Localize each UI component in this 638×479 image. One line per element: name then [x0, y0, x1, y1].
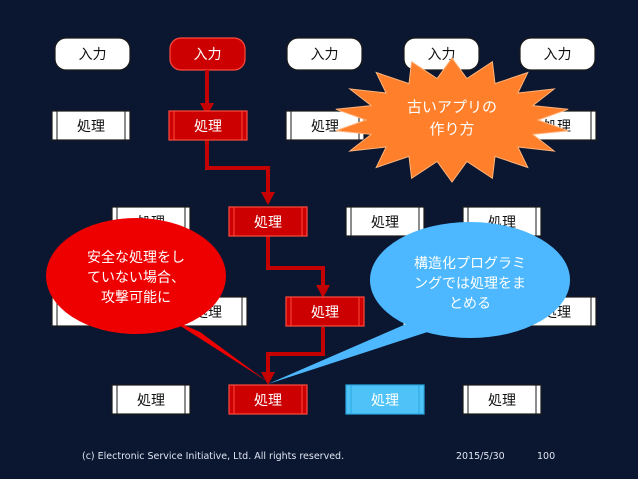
process-box-shape	[228, 206, 308, 237]
footer: (c) Electronic Service Initiative, Ltd. …	[82, 451, 555, 462]
input-pill-label: 入力	[311, 47, 339, 63]
blue-callout: 構造化プログラミ ングでは処理をま とめる	[268, 222, 570, 384]
flow-arrowhead	[200, 103, 214, 116]
process-box-shape	[51, 110, 131, 141]
process-box-label: 処理	[77, 119, 105, 135]
process-box: 処理	[462, 384, 542, 415]
input-pill: 入力	[286, 37, 363, 71]
process-box-shape	[462, 384, 542, 415]
process-box-shape	[285, 296, 365, 327]
red-callout-text-line-3: 攻撃可能に	[101, 290, 171, 306]
burst-text-line-1: 古いアプリの	[407, 98, 497, 116]
input-pill: 入力	[403, 37, 480, 71]
process-box: 処理	[228, 206, 308, 237]
process-box: 処理	[285, 296, 365, 327]
footer-date: 2015/5/30	[456, 451, 505, 462]
flow-arrowhead	[316, 285, 330, 298]
process-box-label: 処理	[311, 305, 339, 321]
input-pill: 入力	[519, 37, 596, 71]
input-pill-label: 入力	[194, 47, 222, 63]
process-box-label: 処理	[194, 119, 222, 135]
process-box: 処理	[345, 206, 425, 237]
process-box: 処理	[51, 110, 131, 141]
process-box-label: 処理	[254, 393, 282, 409]
blue-callout-text-line-3: とめる	[449, 296, 491, 312]
input-pill: 入力	[54, 37, 131, 71]
blue-callout-text-line-1: 構造化プログラミ	[414, 256, 526, 272]
process-box: 処理	[168, 110, 248, 141]
process-box-label: 処理	[311, 119, 339, 135]
process-box-shape	[111, 384, 191, 415]
process-box-label: 処理	[137, 393, 165, 409]
input-pill-label: 入力	[428, 47, 456, 63]
attack-flow-path	[200, 70, 330, 385]
process-box-label: 処理	[488, 393, 516, 409]
blue-callout-shape	[268, 318, 446, 384]
red-callout: 安全な処理をし ていない場合、 攻撃可能に	[46, 218, 268, 382]
input-pill-label: 入力	[544, 47, 572, 63]
red-callout-shape	[168, 318, 268, 382]
process-box-label: 処理	[254, 215, 282, 231]
flow-line	[266, 234, 325, 295]
flow-arrowhead	[261, 192, 275, 205]
input-pill-shape	[403, 37, 480, 71]
input-pill-shape	[286, 37, 363, 71]
input-pill-label: 入力	[79, 47, 107, 63]
process-box: 処理	[345, 384, 425, 415]
process-box-label: 処理	[371, 393, 399, 409]
footer-page-number: 100	[537, 451, 555, 462]
red-callout-text-line-1: 安全な処理をし	[87, 249, 185, 266]
blue-callout-text-line-2: ングでは処理をま	[414, 276, 526, 292]
process-box-shape	[345, 384, 425, 415]
process-box-shape	[228, 384, 308, 415]
red-callout-text-line-2: ていない場合、	[87, 270, 185, 286]
burst-callout: 古いアプリの 作り方	[335, 57, 569, 183]
input-pill-shape	[54, 37, 131, 71]
process-box-shape	[345, 206, 425, 237]
flow-line	[205, 137, 270, 202]
flow-arrowhead	[261, 372, 275, 385]
process-box-shape	[168, 110, 248, 141]
process-box: 処理	[111, 384, 191, 415]
process-box: 処理	[228, 384, 308, 415]
red-callout-oval	[46, 218, 226, 334]
input-pill-shape	[519, 37, 596, 71]
process-box: 処理	[285, 110, 365, 141]
burst-text-line-2: 作り方	[429, 120, 474, 138]
footer-copyright: (c) Electronic Service Initiative, Ltd. …	[82, 451, 344, 462]
input-pill: 入力	[169, 37, 246, 71]
blue-callout-oval	[370, 222, 570, 338]
input-row: 入力 入力 入力 入力 入力	[54, 37, 596, 71]
flow-line	[266, 327, 325, 382]
burst-shape	[335, 57, 569, 183]
process-box-label: 処理	[371, 215, 399, 231]
